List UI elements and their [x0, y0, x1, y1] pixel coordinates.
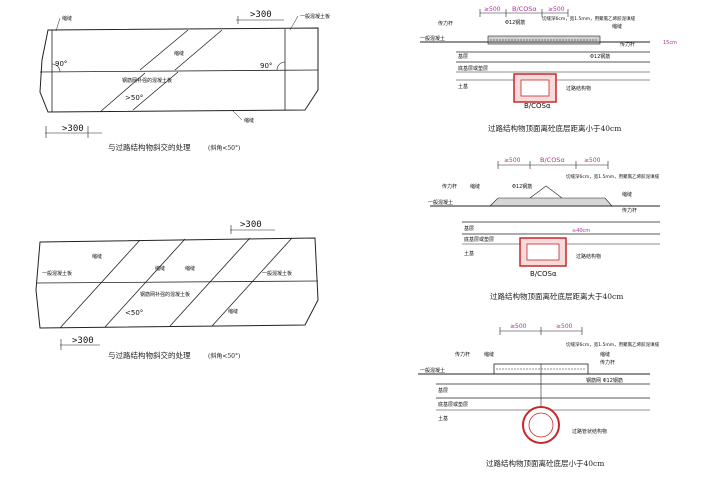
label-dowel: 传力杆: [620, 41, 635, 48]
label-rebar: Φ12钢筋: [590, 53, 610, 60]
label-joint: 缩缝: [92, 253, 102, 260]
dim-top: >300: [250, 10, 272, 20]
angle-right: 90°: [260, 62, 272, 70]
label-dowel: 传力杆: [622, 207, 637, 214]
dim-top: >300: [240, 220, 262, 230]
skew-joint: [132, 71, 179, 111]
figure-caption-note: (斜角<50°): [208, 144, 240, 152]
label-joint-note: 切缝深6cm，宽1.5mm，用聚氯乙烯胶泥填缝: [566, 341, 660, 348]
label-general-slab: 一般混凝土: [420, 35, 445, 42]
label-joint: 缩缝: [155, 265, 165, 272]
label-dowel: 传力杆: [600, 359, 615, 366]
dim-bottom: >300: [62, 124, 84, 134]
pipe-culvert: [522, 406, 560, 444]
label-soil: 土基: [438, 415, 448, 422]
label-general-slab: 一般混凝土板: [42, 270, 72, 277]
section-caption: 过路结构物顶面离砼底层距离小于40cm: [488, 123, 621, 133]
plan-view-1: >300 >300 一般混凝土板 缩缝 缩缝 缩缝 钢筋网补强的混凝土板 90°…: [39, 10, 330, 152]
label-general-slab: 一般混凝土: [420, 367, 445, 374]
label-joint-note: 切缝深6cm，宽1.5mm，用聚氯乙烯胶泥填缝: [542, 15, 636, 22]
label-pile: 传力杆: [442, 183, 457, 190]
dim-bottom: >300: [72, 336, 94, 346]
label-joint: 缩缝: [600, 351, 610, 358]
angle-skew: <50°: [125, 309, 143, 317]
label-subbase: 底基层或垫层: [458, 65, 488, 72]
label-culvert: 过路结构物: [576, 253, 601, 260]
section-view-3: ≥500 ≥500 切缝深6cm，宽1.5mm，用聚氯乙烯胶泥填缝 传力杆 缩缝…: [418, 323, 660, 468]
angle-arc: [51, 63, 61, 73]
section-view-2: ≥500 B/COSα ≥500 切缝深6cm，宽1.5mm，用聚氯乙烯胶泥填缝…: [428, 156, 660, 301]
label-culvert-dim: B/COSα: [524, 102, 551, 110]
label-joint: 缩缝: [612, 23, 622, 30]
skew-joint: [174, 29, 223, 71]
skew-joint: [99, 72, 146, 113]
dim-mid: B/COSα: [512, 5, 537, 13]
label-soil: 土基: [464, 250, 474, 257]
skew-joint: [169, 237, 251, 327]
label-pile: 传力杆: [438, 20, 453, 27]
label-rebar: Φ12钢筋: [505, 19, 525, 26]
skew-joint: [139, 29, 189, 71]
label-joint: 缩缝: [174, 50, 184, 57]
label-subbase: 底基层或垫层: [464, 236, 494, 243]
label-joint: 缩缝: [228, 308, 238, 315]
figure-caption: 与过路结构物斜交的处理: [108, 350, 191, 360]
label-pile: 传力杆: [455, 351, 470, 358]
section-view-1: ≥500 B/COSα ≥500 切缝深6cm，宽1.5mm，用聚氯乙烯胶泥填缝…: [420, 5, 677, 133]
section-caption: 过路结构物顶面离砼底层距离大于40cm: [490, 291, 623, 301]
label-joint: 缩缝: [244, 117, 254, 124]
dim-right: ≥500: [548, 6, 565, 13]
angle-arc: [276, 61, 286, 71]
skew-joint: [211, 237, 293, 327]
angle-left: 90°: [55, 60, 67, 68]
label-base: 基层: [438, 387, 448, 394]
figure-caption: 与过路结构物斜交的处理: [108, 142, 191, 152]
skew-joint: [59, 239, 141, 329]
label-subbase: 底基层或垫层: [438, 401, 468, 408]
label-joint: 缩缝: [470, 183, 480, 190]
label-mesh-slab: 钢筋网补强的混凝土板: [122, 77, 172, 84]
label-base: 基层: [458, 53, 468, 60]
label-general-slab: 一般混凝土: [428, 199, 453, 206]
reinforced-slab: [489, 197, 613, 207]
slab-centerline: [35, 280, 319, 284]
slab-outline: [39, 27, 319, 113]
dim-right: ≥500: [556, 323, 573, 330]
label-dim-vertical: ≥40cm: [572, 228, 590, 234]
label-pipe: 过路管状结构物: [572, 428, 607, 435]
label-general-slab: 一般混凝土板: [262, 270, 292, 277]
label-soil: 土基: [458, 83, 468, 90]
angle-skew: >50°: [125, 94, 143, 102]
figure-caption-note: (斜角<50°): [208, 352, 240, 360]
skew-joint: [104, 238, 186, 328]
label-joint-note: 切缝深6cm，宽1.5mm，用聚氯乙烯胶泥填缝: [566, 173, 660, 180]
plan-view-2: >300 >300 一般混凝土板 一般混凝土板 缩缝 缩缝 缩缝 缩缝 钢筋网补…: [35, 220, 319, 360]
label-joint: 缩缝: [622, 191, 632, 198]
dim-left: ≥500: [504, 157, 521, 164]
label-culvert: 过路结构物: [566, 85, 591, 92]
slab-centerline: [39, 69, 319, 73]
label-joint: 缩缝: [62, 15, 72, 22]
slab-outline: [35, 237, 319, 329]
dim-left: ≥500: [484, 6, 501, 13]
label-base: 基层: [464, 225, 474, 232]
label-joint: 缩缝: [185, 265, 195, 272]
label-mesh-slab: 钢筋网补强的混凝土板: [140, 291, 190, 298]
dim-left: ≥500: [510, 323, 527, 330]
dim-mid: B/COSα: [540, 156, 565, 164]
label-culvert-dim: B/COSα: [530, 270, 557, 278]
label-general-slab: 一般混凝土板: [300, 13, 330, 20]
label-mesh: 钢筋网 Φ12钢筋: [586, 377, 623, 384]
label-rebar: Φ12钢筋: [512, 183, 532, 190]
label-dim-vertical: 15cm: [663, 40, 677, 46]
dim-right: ≥500: [584, 157, 601, 164]
label-joint: 缩缝: [484, 351, 494, 358]
section-caption: 过路结构物顶面离砼底层小于40cm: [486, 458, 604, 468]
